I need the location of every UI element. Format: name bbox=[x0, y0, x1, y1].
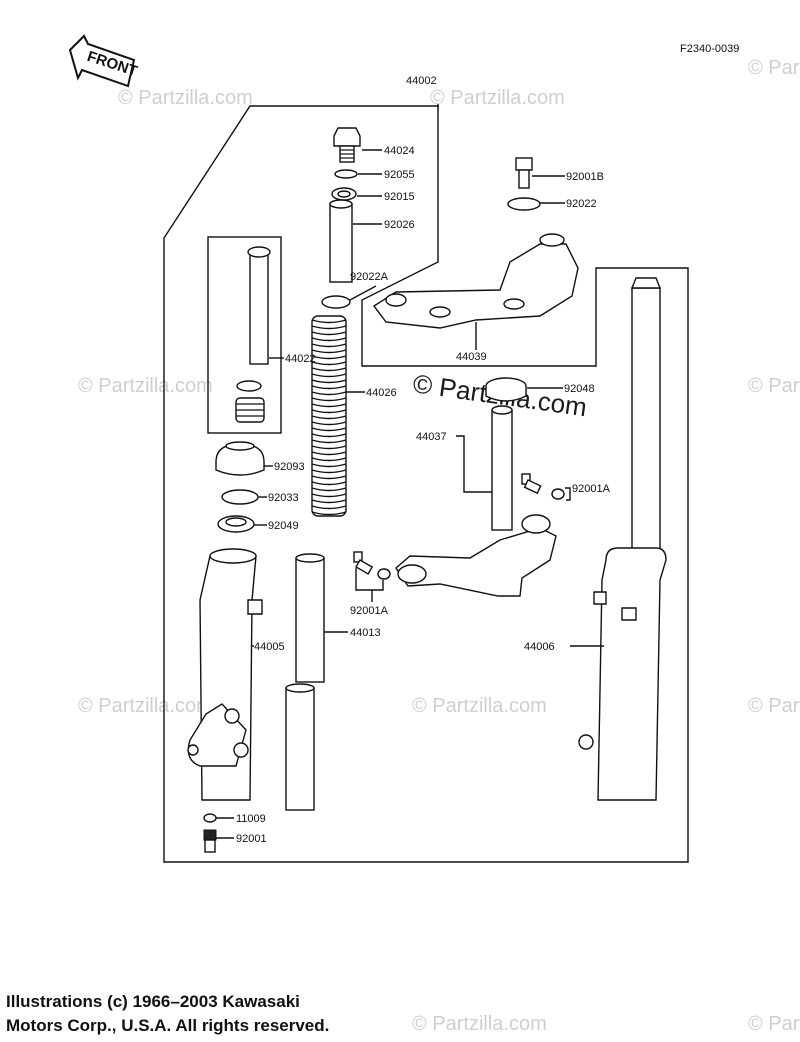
spring-coil bbox=[311, 349, 347, 354]
part-label: 92022 bbox=[566, 198, 597, 210]
fork-spring-icon bbox=[311, 315, 347, 517]
part-label: 92049 bbox=[268, 520, 299, 532]
bolt-icon bbox=[521, 473, 565, 500]
spring-coil bbox=[311, 427, 347, 432]
cartridge-tube-icon bbox=[235, 246, 271, 423]
part-label: 44005 bbox=[254, 641, 285, 653]
spring-coil bbox=[311, 343, 347, 348]
steering-stem-icon bbox=[395, 405, 557, 597]
part-label: 92055 bbox=[384, 169, 415, 181]
bolt-icon bbox=[353, 551, 391, 580]
watermark: © Partzilla.com bbox=[412, 1013, 547, 1035]
spring-coil bbox=[311, 355, 347, 360]
watermark: © Partzilla.com bbox=[748, 375, 800, 397]
part-label: 44037 bbox=[416, 431, 447, 443]
part-label: 44002 bbox=[406, 75, 437, 87]
bearing-icon bbox=[485, 377, 527, 402]
part-label: 44013 bbox=[350, 627, 381, 639]
spring-coil bbox=[311, 463, 347, 468]
left-outer-tube-icon bbox=[187, 548, 263, 801]
inner-tube-icon bbox=[285, 553, 325, 811]
spring-coil bbox=[311, 373, 347, 378]
cap-bolt-icon bbox=[333, 127, 361, 163]
leader-lines bbox=[216, 104, 604, 839]
spring-coil bbox=[311, 511, 347, 516]
washer-icon bbox=[507, 197, 541, 211]
part-label: 92001A bbox=[350, 605, 389, 617]
watermark: © Partzilla.com bbox=[78, 375, 213, 397]
drain-bolt-icon bbox=[203, 829, 217, 853]
spring-coil bbox=[311, 319, 347, 324]
part-label: 92026 bbox=[384, 219, 415, 231]
right-fork-tube-icon bbox=[578, 277, 667, 801]
spring-coil bbox=[311, 475, 347, 480]
part-label: 92001B bbox=[566, 171, 604, 183]
spring-coil bbox=[311, 421, 347, 426]
spring-coil bbox=[311, 409, 347, 414]
nut-icon bbox=[331, 187, 357, 201]
spring-coil bbox=[311, 493, 347, 498]
spring-coil bbox=[311, 385, 347, 390]
snap-ring-icon bbox=[221, 489, 259, 505]
watermark: © Partzilla.com bbox=[78, 695, 213, 717]
upper-bracket-icon bbox=[372, 233, 579, 329]
spring-coil bbox=[311, 331, 347, 336]
spring-coil bbox=[311, 415, 347, 420]
part-label: 92015 bbox=[384, 191, 415, 203]
copyright-notice: Illustrations (c) 1966–2003 Kawasaki Mot… bbox=[6, 990, 329, 1038]
part-label: 44024 bbox=[384, 145, 415, 157]
spring-coil bbox=[311, 487, 347, 492]
part-label: 44026 bbox=[366, 387, 397, 399]
spring-coil bbox=[311, 451, 347, 456]
part-label: 44039 bbox=[456, 351, 487, 363]
spring-coil bbox=[311, 403, 347, 408]
spring-coil bbox=[311, 433, 347, 438]
watermark: © Partzilla.com bbox=[430, 87, 565, 109]
oil-seal-icon bbox=[217, 515, 255, 533]
watermark: © Partzilla.com bbox=[412, 695, 547, 717]
part-label: 92022A bbox=[350, 271, 389, 283]
part-label: 92001 bbox=[236, 833, 267, 845]
dust-seal-icon bbox=[215, 441, 265, 476]
watermark: © Partzilla.com bbox=[748, 695, 800, 717]
spring-coil bbox=[311, 505, 347, 510]
cartridge-box bbox=[207, 236, 282, 434]
bolt-icon bbox=[515, 157, 533, 189]
part-label: 11009 bbox=[236, 813, 266, 825]
spring-coil bbox=[311, 379, 347, 384]
spring-coil bbox=[311, 445, 347, 450]
diagram-code: F2340-0039 bbox=[680, 43, 739, 55]
o-ring-icon bbox=[334, 169, 358, 179]
spring-coil bbox=[311, 391, 347, 396]
front-arrow-icon: FRONT bbox=[68, 34, 139, 88]
spring-coil bbox=[311, 457, 347, 462]
copyright-line-1: Illustrations (c) 1966–2003 Kawasaki bbox=[6, 992, 300, 1011]
copyright-line-2: Motors Corp., U.S.A. All rights reserved… bbox=[6, 1016, 330, 1035]
part-label: 44022 bbox=[285, 353, 316, 365]
spring-coil bbox=[311, 397, 347, 402]
spacer-tube-icon bbox=[329, 199, 353, 283]
watermark: © Partzilla.com bbox=[118, 87, 253, 109]
spring-coil bbox=[311, 325, 347, 330]
spring-coil bbox=[311, 499, 347, 504]
part-labels: 44002 44024 92055 92015 92026 92022A 920… bbox=[236, 75, 611, 845]
washer-icon bbox=[321, 295, 351, 309]
gasket-icon bbox=[203, 813, 217, 823]
part-label: 44006 bbox=[524, 641, 555, 653]
spring-coil bbox=[311, 469, 347, 474]
part-label: 92001A bbox=[572, 483, 611, 495]
part-label: 92048 bbox=[564, 383, 595, 395]
assembly-boundary bbox=[163, 105, 689, 863]
spring-coil bbox=[311, 337, 347, 342]
watermark: © Partzilla.com bbox=[748, 57, 800, 79]
part-label: 92033 bbox=[268, 492, 299, 504]
watermark: © Partzilla.com bbox=[748, 1013, 800, 1035]
part-label: 92093 bbox=[274, 461, 305, 473]
spring-coil bbox=[311, 439, 347, 444]
spring-coil bbox=[311, 481, 347, 486]
spring-coil bbox=[311, 361, 347, 366]
spring-coil bbox=[311, 367, 347, 372]
